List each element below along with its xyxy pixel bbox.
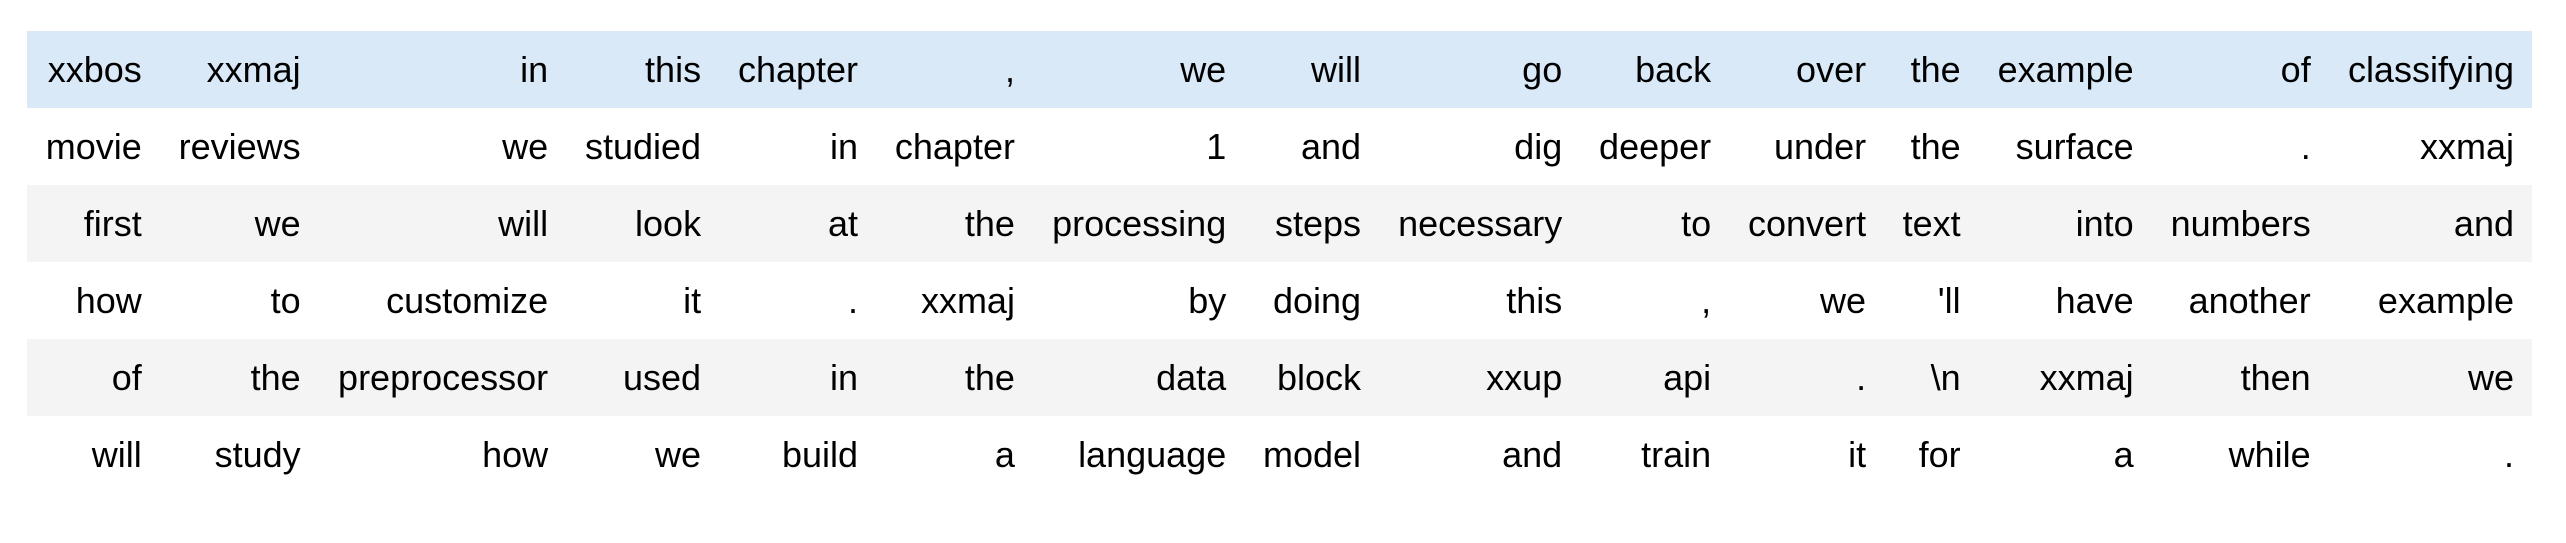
token-cell: steps: [1244, 185, 1380, 262]
token-cell: deeper: [1580, 108, 1730, 185]
token-cell: under: [1729, 108, 1885, 185]
token-cell: we: [159, 185, 319, 262]
token-cell: in: [318, 31, 567, 108]
token-cell: the: [1884, 108, 1979, 185]
token-cell: we: [318, 108, 567, 185]
token-cell: look: [566, 185, 720, 262]
token-cell: the: [1884, 31, 1979, 108]
token-cell: studied: [566, 108, 720, 185]
token-cell: another: [2151, 262, 2329, 339]
token-cell: will: [27, 416, 160, 493]
token-cell: xxmaj: [2328, 108, 2532, 185]
token-cell: how: [27, 262, 160, 339]
token-cell: xxbos: [27, 31, 160, 108]
token-cell: to: [1580, 185, 1730, 262]
token-cell: data: [1032, 339, 1245, 416]
token-cell: dig: [1379, 108, 1581, 185]
token-cell: a: [876, 416, 1033, 493]
token-cell: xxmaj: [159, 31, 319, 108]
token-cell: a: [1978, 416, 2152, 493]
token-cell: 'll: [1884, 262, 1979, 339]
token-cell: and: [1379, 416, 1581, 493]
token-cell: .: [2328, 416, 2532, 493]
token-cell: it: [1729, 416, 1885, 493]
token-cell: example: [1978, 31, 2152, 108]
token-cell: .: [2151, 108, 2329, 185]
token-cell: 1: [1032, 108, 1245, 185]
token-cell: this: [1379, 262, 1581, 339]
token-cell: numbers: [2151, 185, 2329, 262]
token-cell: build: [719, 416, 877, 493]
token-cell: back: [1580, 31, 1730, 108]
token-cell: we: [566, 416, 720, 493]
token-cell: first: [27, 185, 160, 262]
token-cell: it: [566, 262, 720, 339]
token-cell: over: [1729, 31, 1885, 108]
token-cell: in: [719, 108, 877, 185]
token-cell: go: [1379, 31, 1581, 108]
token-cell: we: [1032, 31, 1245, 108]
token-cell: at: [719, 185, 877, 262]
token-cell: convert: [1729, 185, 1885, 262]
token-cell: into: [1978, 185, 2152, 262]
token-cell: ,: [876, 31, 1033, 108]
token-cell: doing: [1244, 262, 1380, 339]
token-cell: of: [2151, 31, 2329, 108]
token-cell: the: [876, 339, 1033, 416]
token-cell: then: [2151, 339, 2329, 416]
token-cell: study: [159, 416, 319, 493]
token-cell: xxmaj: [876, 262, 1033, 339]
token-cell: processing: [1032, 185, 1245, 262]
token-cell: xxup: [1379, 339, 1581, 416]
token-cell: ,: [1580, 262, 1730, 339]
token-cell: \n: [1884, 339, 1979, 416]
token-cell: chapter: [876, 108, 1033, 185]
token-cell: .: [1729, 339, 1885, 416]
token-cell: and: [2328, 185, 2532, 262]
token-cell: necessary: [1379, 185, 1581, 262]
token-cell: we: [2328, 339, 2532, 416]
token-cell: train: [1580, 416, 1730, 493]
token-cell: movie: [27, 108, 160, 185]
token-cell: reviews: [159, 108, 319, 185]
token-cell: language: [1032, 416, 1245, 493]
token-cell: used: [566, 339, 720, 416]
token-cell: xxmaj: [1978, 339, 2152, 416]
token-cell: example: [2328, 262, 2532, 339]
token-cell: block: [1244, 339, 1380, 416]
token-cell: and: [1244, 108, 1380, 185]
token-cell: .: [719, 262, 877, 339]
token-cell: the: [159, 339, 319, 416]
token-cell: will: [318, 185, 567, 262]
token-cell: will: [1244, 31, 1380, 108]
token-cell: preprocessor: [318, 339, 567, 416]
token-cell: surface: [1978, 108, 2152, 185]
token-cell: to: [159, 262, 319, 339]
token-cell: chapter: [719, 31, 877, 108]
token-cell: customize: [318, 262, 567, 339]
token-cell: classifying: [2328, 31, 2532, 108]
token-cell: for: [1884, 416, 1979, 493]
token-cell: by: [1032, 262, 1245, 339]
token-cell: while: [2151, 416, 2329, 493]
token-cell: how: [318, 416, 567, 493]
token-cell: of: [27, 339, 160, 416]
token-cell: we: [1729, 262, 1885, 339]
token-cell: model: [1244, 416, 1380, 493]
token-cell: api: [1580, 339, 1730, 416]
token-cell: in: [719, 339, 877, 416]
token-cell: this: [566, 31, 720, 108]
token-cell: text: [1884, 185, 1979, 262]
token-cell: have: [1978, 262, 2152, 339]
token-cell: the: [876, 185, 1033, 262]
